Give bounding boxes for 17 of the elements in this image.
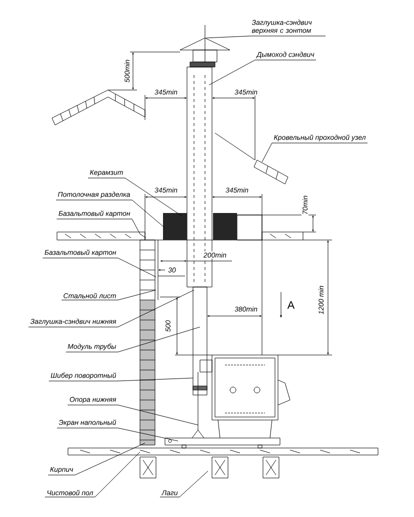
leader-line [118,290,156,300]
leader-line [74,442,146,476]
leader-line [118,404,198,426]
leader-line [118,326,200,352]
leader-line [118,378,194,382]
leader-line [132,218,140,234]
leader-line [94,452,140,498]
leader-line [208,60,256,86]
leader-line [124,178,182,216]
leader-line [262,142,272,162]
leader-line [179,470,208,498]
leader-line [118,258,156,278]
leader-line [206,36,250,38]
dimension-label: A [286,300,296,310]
leader-line [118,428,178,442]
leader-line [132,200,166,228]
leader-line [118,290,194,328]
